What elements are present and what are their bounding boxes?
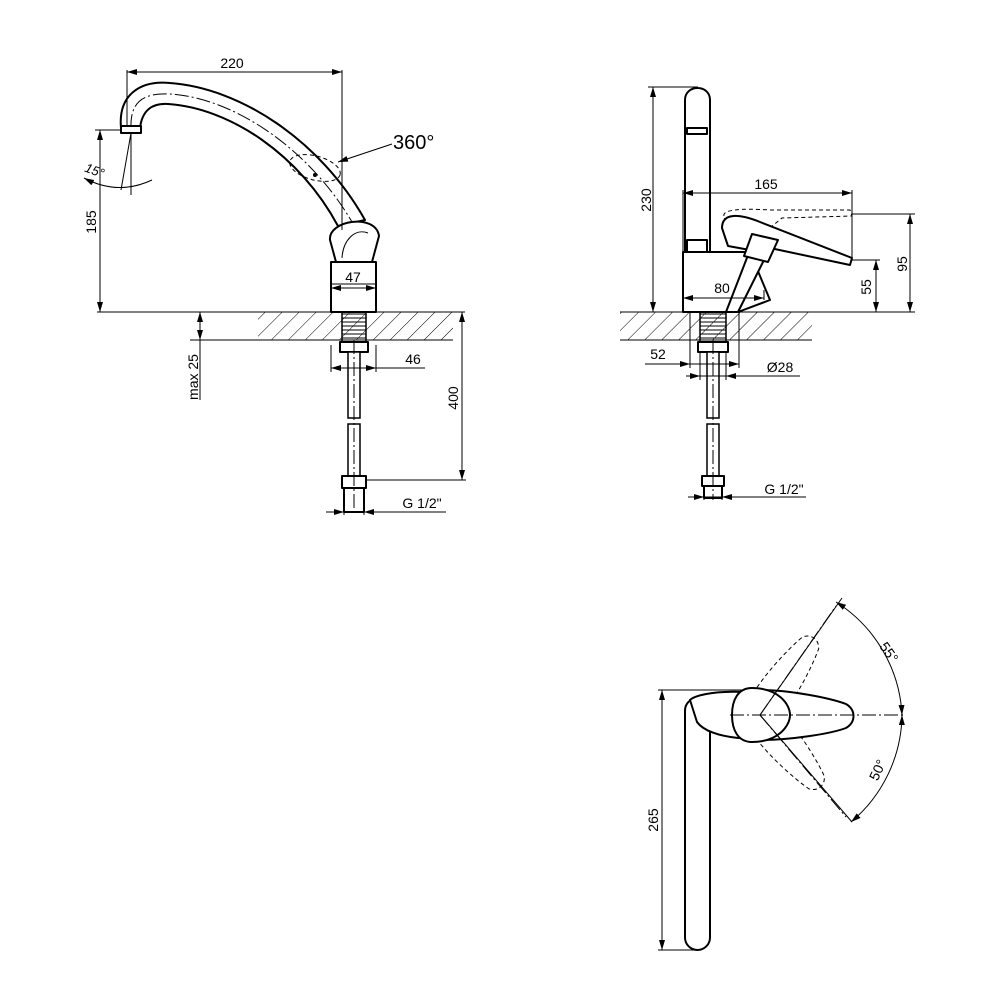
side-lever-hub <box>743 233 779 263</box>
top-arc-back <box>835 601 905 716</box>
base-depth-label: 80 <box>714 280 730 296</box>
body-width-label: 47 <box>345 269 361 285</box>
front-jet-line-left <box>120 132 132 191</box>
spout-reach-label: 220 <box>220 55 244 71</box>
top-lever-ghost-back <box>743 635 820 732</box>
front-swivel-ring <box>289 154 341 182</box>
top-arc-front <box>850 714 905 823</box>
side-spout <box>684 87 711 253</box>
lever-height-label: 95 <box>894 256 910 272</box>
rotation-label: 360° <box>393 132 434 154</box>
hole-diameter-label: Ø28 <box>767 359 794 375</box>
top-length-label: 265 <box>645 808 661 832</box>
top-lever-ghost-front <box>743 698 825 791</box>
side-lever-ghost <box>723 208 853 237</box>
max-mount-label: max 25 <box>185 354 201 400</box>
front-swivel-pivot <box>313 173 317 177</box>
shank-width-label: 46 <box>405 351 421 367</box>
front-thread-label: G 1/2" <box>402 495 441 511</box>
lever-reach-label: 165 <box>754 176 778 192</box>
front-handle-crease <box>341 231 369 259</box>
total-height-label: 230 <box>638 188 654 212</box>
angle-back-label: 55° <box>876 639 901 666</box>
top-ext-back <box>759 597 843 716</box>
side-shank <box>699 311 727 343</box>
shank-offset-label: 52 <box>650 346 666 362</box>
front-aerator <box>120 125 142 134</box>
front-spout <box>119 81 366 227</box>
handle-height-label: 55 <box>858 279 874 295</box>
side-view: 230 165 95 55 80 52 Ø28 <box>620 86 915 500</box>
hose-length-label: 400 <box>445 386 461 410</box>
front-shank <box>341 311 367 343</box>
top-ext-front <box>759 714 853 823</box>
top-spout <box>684 697 711 951</box>
front-handle-cap <box>328 220 380 263</box>
front-jet-arc <box>83 177 153 189</box>
top-view: 55° 50° 265 <box>645 597 905 951</box>
side-aerator <box>686 127 708 135</box>
rotation-leader <box>337 143 393 163</box>
side-thread-label: G 1/2" <box>764 481 803 497</box>
jet-angle-label: 15° <box>83 160 107 181</box>
front-view: 15° 220 360° 185 47 max 25 46 400 <box>83 55 466 515</box>
spout-height-label: 185 <box>83 210 99 234</box>
